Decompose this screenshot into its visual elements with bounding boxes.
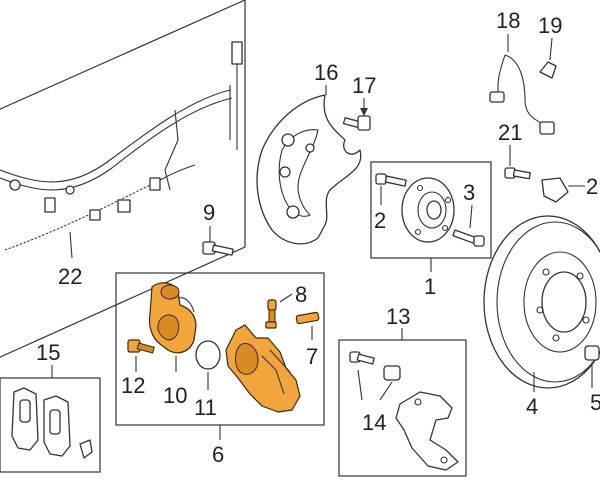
callout-11: 11 (194, 395, 217, 420)
callout-6: 6 (212, 442, 224, 467)
callout-5: 5 (590, 390, 600, 415)
callout-16: 16 (314, 60, 338, 85)
brake-disc: 4 5 (483, 215, 600, 419)
guide-pin-icon (295, 311, 320, 325)
callout-9: 9 (203, 200, 215, 225)
connector-icon (231, 41, 243, 65)
harness-panel: 22 (0, 0, 246, 358)
grommet-icon (9, 179, 21, 191)
callout-7: 7 (306, 344, 318, 369)
callout-22: 22 (58, 264, 82, 289)
callout-2-right: 2 (586, 174, 598, 199)
callout-1: 1 (424, 274, 436, 299)
caliper-panel: 12 10 11 8 7 6 (115, 272, 325, 467)
bleeder-screw-icon (267, 299, 277, 311)
grommet-icon (65, 185, 75, 195)
clip-icon (44, 197, 56, 213)
pads-panel: 15 (0, 340, 101, 473)
bolt-17: 17 (342, 73, 376, 131)
callout-13: 13 (386, 304, 410, 329)
callout-3: 3 (463, 180, 475, 205)
callout-12: 12 (121, 373, 145, 398)
callout-19: 19 (538, 13, 562, 38)
harness-panel-frame (0, 0, 246, 358)
clip-icon (149, 177, 161, 191)
pads-panel-frame (0, 377, 101, 473)
wheel-speed-sensor-icon (541, 177, 569, 203)
clip-icon (89, 209, 101, 221)
backing-plate-outline (256, 94, 362, 245)
callout-18: 18 (496, 8, 520, 33)
o-ring-icon (195, 340, 221, 370)
callout-10: 10 (163, 383, 187, 408)
backing-plate: 16 (256, 60, 362, 245)
callout-4: 4 (526, 394, 538, 419)
callout-21: 21 (498, 120, 522, 145)
callout-15: 15 (36, 340, 60, 365)
callout-2-left: 2 (374, 208, 386, 233)
clip-icon (117, 199, 131, 213)
hub-panel: 2 3 1 (370, 161, 492, 299)
caliper-bracket-icon (395, 391, 459, 471)
bracket-panel: 13 14 (338, 304, 467, 477)
callout-8: 8 (295, 282, 307, 307)
sensor-group: 18 19 21 2 (489, 8, 598, 203)
bolt-9: 9 (202, 200, 234, 256)
callout-17: 17 (352, 73, 376, 98)
callout-14: 14 (362, 410, 386, 435)
